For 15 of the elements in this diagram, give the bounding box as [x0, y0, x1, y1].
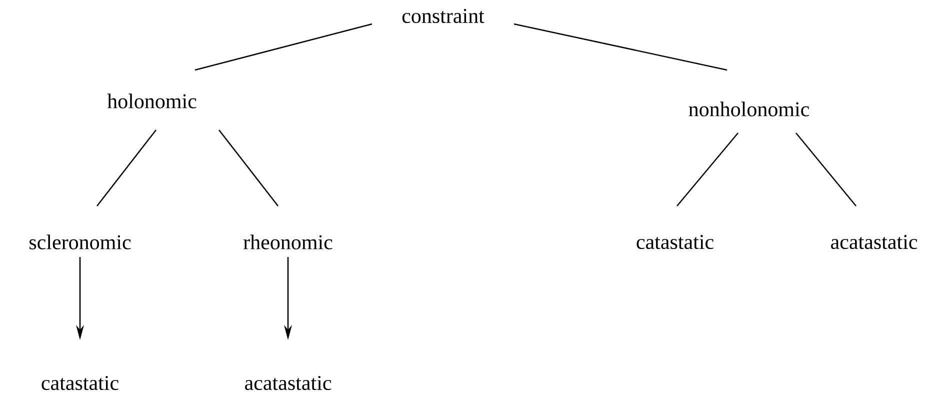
term-label: constraint: [402, 8, 484, 24]
term-label: holonomic: [107, 94, 196, 108]
term-label: catastatic: [636, 234, 714, 250]
connector-line: [194, 23, 372, 71]
term-label: acatastatic: [245, 376, 332, 390]
term-label: rheonomic: [244, 234, 332, 250]
connector-line: [514, 23, 728, 71]
term-label: acatastatic: [831, 234, 918, 250]
connector-line: [676, 132, 738, 206]
connector-line: [218, 130, 279, 206]
term-label: nonholonomic: [688, 102, 810, 116]
term-label: catastatic: [42, 376, 118, 390]
connector-line: [96, 130, 157, 206]
connector-line: [796, 132, 857, 206]
term-label: scleronomic: [30, 234, 131, 250]
